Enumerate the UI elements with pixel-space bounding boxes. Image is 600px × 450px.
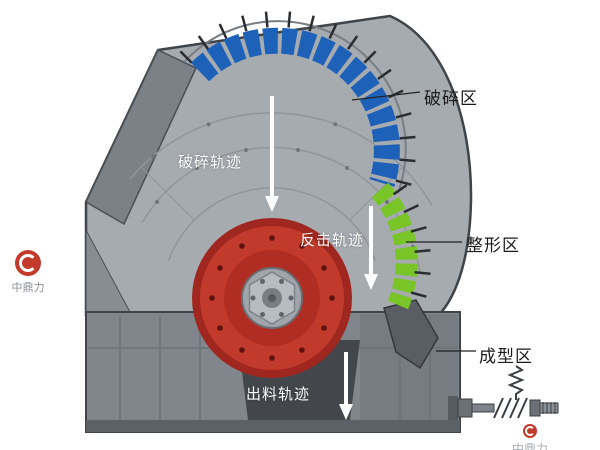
trajectory-arrow-rebound bbox=[364, 206, 378, 290]
watermark-text: 中鼎力 bbox=[11, 282, 45, 294]
watermark-bottom-right: 中鼎力 bbox=[500, 424, 560, 450]
zone-label-shaping: 整形区 bbox=[466, 236, 520, 255]
trajectory-label-discharge: 出料轨迹 bbox=[246, 386, 311, 403]
trajectory-arrow-crushing bbox=[265, 96, 279, 212]
leader-lines bbox=[351, 91, 476, 352]
watermark-logo-icon bbox=[15, 250, 41, 276]
crushing-liner-arc bbox=[190, 27, 400, 187]
watermark-left: 中鼎力 bbox=[2, 250, 54, 296]
shaping-liner-arc bbox=[371, 182, 418, 310]
rotor bbox=[192, 218, 352, 378]
trajectory-label-rebound: 反击轨迹 bbox=[300, 232, 365, 249]
zone-label-forming: 成型区 bbox=[479, 347, 533, 366]
watermark-logo-icon bbox=[523, 424, 537, 438]
shaping-liner-bolts bbox=[392, 184, 431, 298]
tension-rod-assembly bbox=[448, 365, 559, 420]
watermark-text: 中鼎力 bbox=[511, 442, 548, 450]
trajectory-label-crushing: 破碎轨迹 bbox=[178, 154, 243, 171]
crushing-liner-bolts bbox=[179, 11, 416, 186]
feed-panel bbox=[85, 49, 197, 226]
trajectory-arrow-discharge bbox=[339, 352, 353, 420]
zone-label-crushing: 破碎区 bbox=[424, 89, 478, 108]
